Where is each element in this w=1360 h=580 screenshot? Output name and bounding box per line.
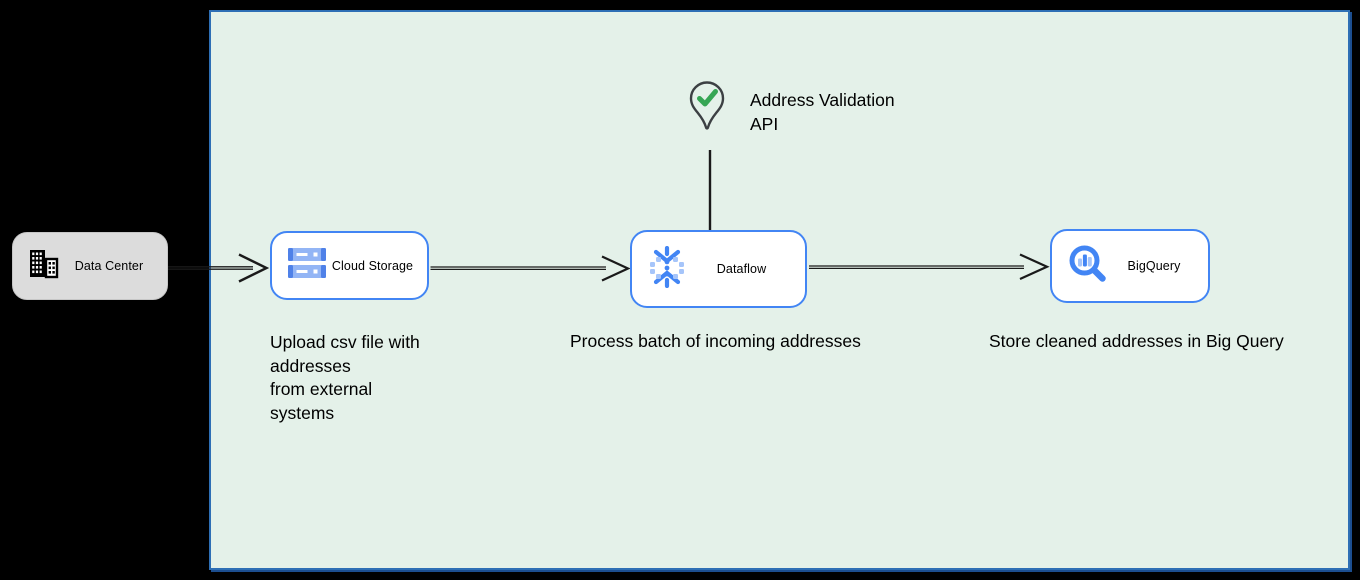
node-dataflow[interactable]: Dataflow [630,230,807,308]
node-data-center[interactable]: Data Center [12,232,168,300]
cloud-storage-icon [288,247,326,284]
node-label: BigQuery [1127,259,1181,273]
node-address-validation[interactable] [688,80,726,136]
annotation-upload: Upload csv file with addresses from exte… [270,332,420,424]
node-label: Dataflow [716,262,767,276]
annotation-store: Store cleaned addresses in Big Query [989,331,1284,351]
dataflow-icon [648,245,686,293]
bigquery-icon [1068,244,1108,289]
node-label: Cloud Storage [331,258,414,273]
annotation-process: Process batch of incoming addresses [570,331,861,351]
node-cloud-storage[interactable]: Cloud Storage [270,231,429,300]
address-validation-label: Address Validation API [750,90,895,134]
node-label: Data Center [74,259,144,273]
map-pin-check-icon [688,81,726,140]
node-bigquery[interactable]: BigQuery [1050,229,1210,303]
building-icon [29,248,59,284]
